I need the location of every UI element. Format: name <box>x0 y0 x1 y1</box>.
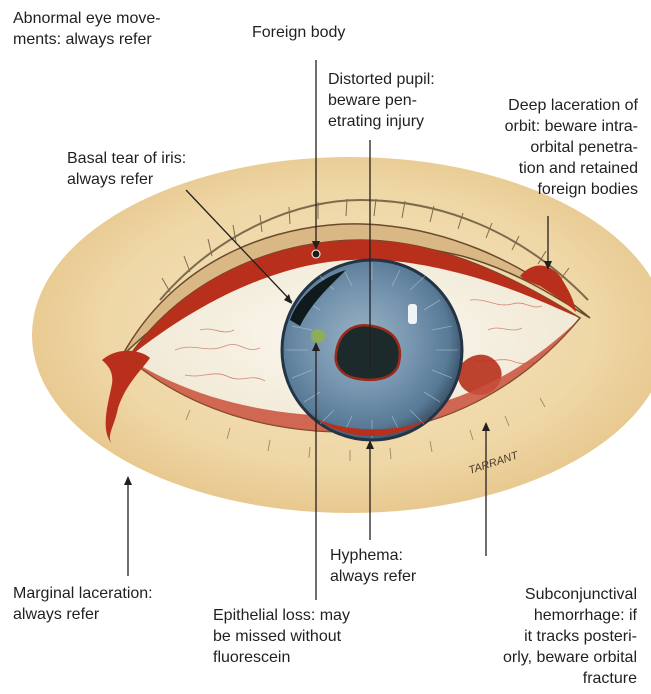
label-epithelial-loss: Epithelial loss: may be missed without f… <box>213 605 350 668</box>
label-subconjunctival-hemorrhage: Subconjunctival hemorrhage: if it tracks… <box>503 584 637 689</box>
corneal-reflection <box>408 304 417 324</box>
label-hyphema: Hyphema: always refer <box>330 545 416 587</box>
label-distorted-pupil: Distorted pupil: beware pen- etrating in… <box>328 69 435 132</box>
label-basal-tear-of-iris: Basal tear of iris: always refer <box>67 148 186 190</box>
label-abnormal-eye-movements: Abnormal eye move- ments: always refer <box>13 8 161 50</box>
label-foreign-body: Foreign body <box>252 22 345 43</box>
distorted-pupil <box>336 325 400 380</box>
label-marginal-laceration: Marginal laceration: always refer <box>13 583 153 625</box>
foreign-body <box>312 250 320 258</box>
epithelial-loss <box>311 329 325 343</box>
label-deep-laceration: Deep laceration of orbit: beware intra- … <box>505 95 638 200</box>
